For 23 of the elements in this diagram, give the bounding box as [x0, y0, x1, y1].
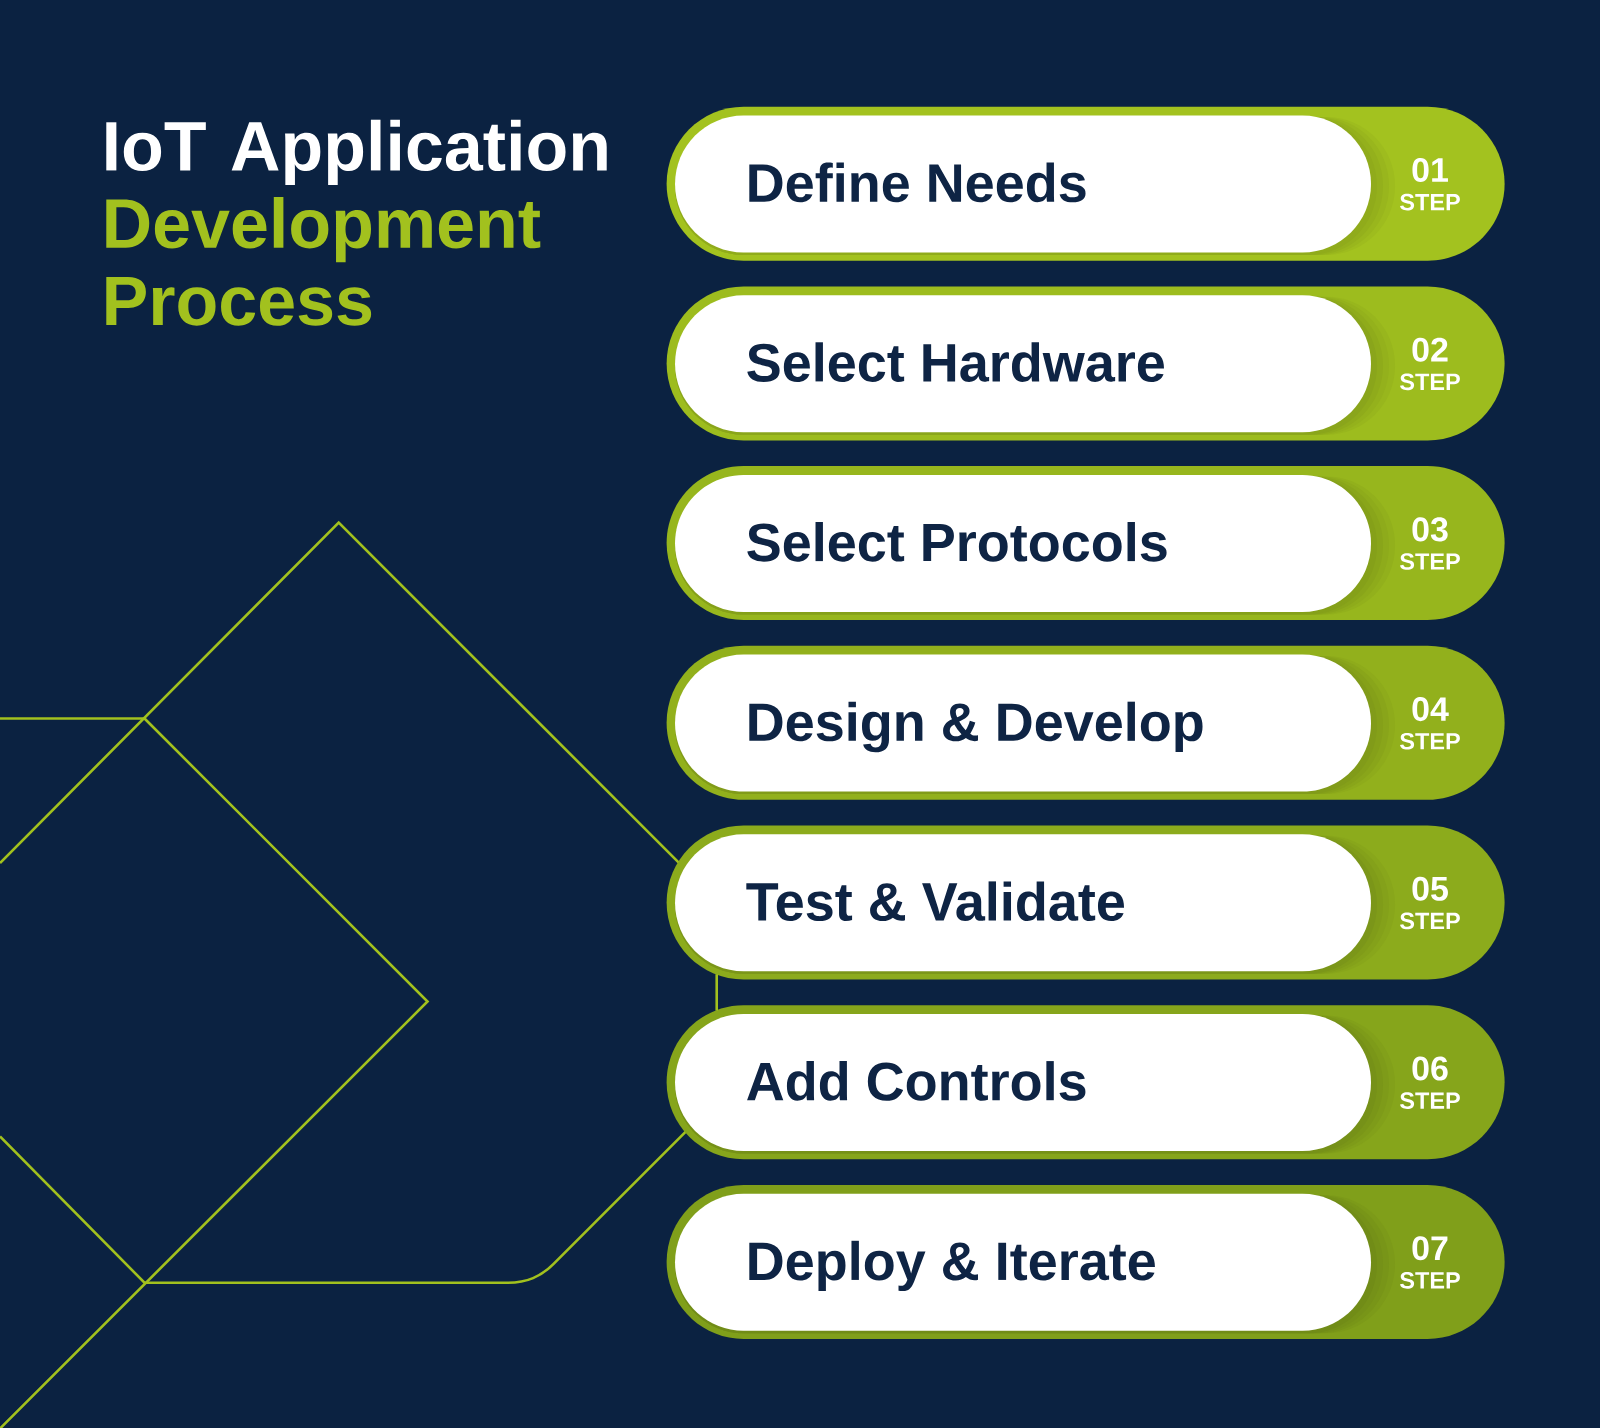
step-caption: STEP [1400, 373, 1460, 391]
step-label: Add Controls [675, 1014, 1371, 1151]
step-label: Deploy & Iterate [675, 1193, 1371, 1331]
step-label: Design & Develop [675, 654, 1371, 792]
step-caption: STEP [1400, 1092, 1460, 1109]
step-label: Test & Validate [675, 834, 1371, 972]
step-caption: STEP [1400, 553, 1460, 570]
step-number: 05 [1412, 876, 1448, 901]
step-caption: STEP [1400, 732, 1460, 750]
step-caption: STEP [1400, 912, 1460, 930]
title: IoT Application Development Process [106, 119, 607, 326]
step-label: Select Protocols [675, 474, 1371, 612]
step-number: 01 [1412, 157, 1448, 183]
connector-line [715, 974, 718, 1011]
step-label: Define Needs [675, 115, 1371, 253]
step-number: 02 [1412, 337, 1448, 362]
step-number: 06 [1412, 1056, 1448, 1081]
step-number: 07 [1412, 1236, 1448, 1261]
step-number: 03 [1412, 517, 1448, 542]
step-caption: STEP [1400, 193, 1460, 211]
step-caption: STEP [1400, 1272, 1460, 1289]
step-number: 04 [1412, 697, 1449, 722]
step-label: Select Hardware [675, 295, 1371, 433]
